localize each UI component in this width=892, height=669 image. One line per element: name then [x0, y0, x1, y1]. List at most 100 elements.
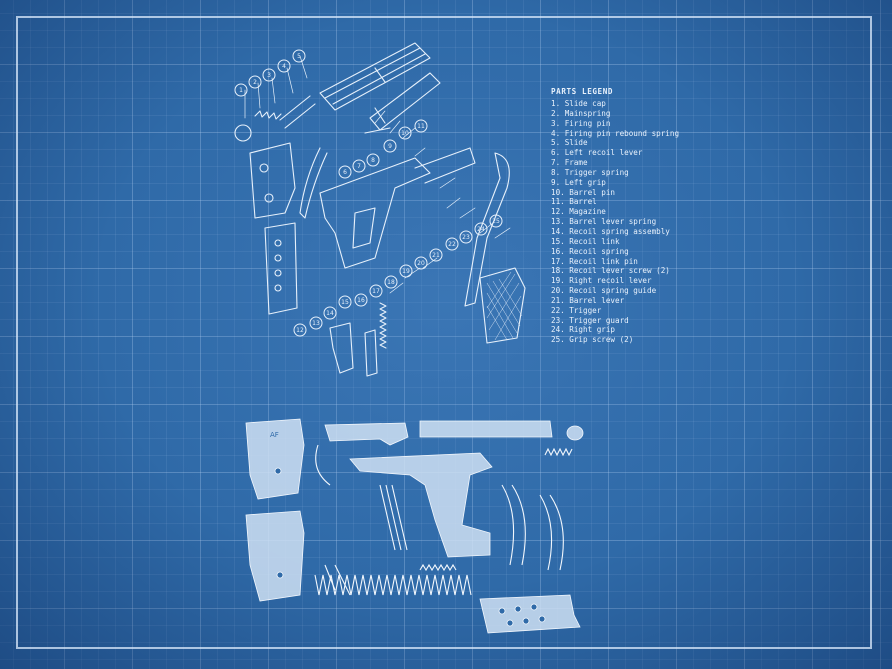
photo-recoil-spring-assembly — [379, 484, 408, 551]
callout-25 — [489, 214, 503, 228]
callout-3 — [262, 68, 276, 82]
legend-item: 22. Trigger — [551, 305, 602, 315]
callout-20 — [414, 256, 428, 270]
photo-frame — [349, 452, 493, 558]
callout-label-16: 16 — [357, 297, 365, 304]
recoil-spring-assembly-part — [364, 329, 378, 377]
legend-item: 10. Barrel pin — [551, 187, 616, 197]
magazine-part — [264, 222, 298, 315]
legend-item: 14. Recoil spring assembly — [551, 226, 670, 236]
legend-item: 11. Barrel — [551, 197, 597, 207]
callout-label-9: 9 — [388, 143, 392, 150]
slide-part-detail — [324, 47, 426, 105]
photo-barrel-lever — [315, 444, 331, 486]
callout-label-8: 8 — [371, 157, 375, 164]
callout-5 — [292, 49, 306, 63]
legend-item: 2. Mainspring — [551, 108, 611, 118]
callout-2 — [248, 75, 262, 89]
legend-item: 17. Recoil link pin — [551, 256, 638, 266]
callout-label-10: 10 — [401, 130, 409, 137]
legend-item: 6. Left recoil lever — [551, 148, 643, 158]
legend-item: 13. Barrel lever spring — [551, 217, 657, 227]
photo-trigger-guard — [324, 564, 351, 596]
legend-item: 18. Recoil lever screw (2) — [551, 266, 670, 276]
callout-17 — [369, 284, 383, 298]
callout-label-6: 6 — [343, 169, 347, 176]
callout-label-20: 20 — [417, 260, 425, 267]
frame-part — [319, 157, 431, 269]
parts-photo-layout: AF — [245, 418, 584, 634]
photo-barrel — [419, 420, 553, 438]
mainspring-part — [254, 110, 282, 120]
left-recoil-lever-part — [299, 147, 328, 219]
callout-18 — [384, 275, 398, 289]
photo-magazine-hole — [530, 603, 538, 611]
callout-label-24: 24 — [477, 226, 485, 233]
callout-19 — [399, 264, 413, 278]
callout-label-7: 7 — [357, 163, 361, 170]
callout-label-11: 11 — [417, 123, 425, 130]
grip-checkering — [486, 271, 523, 341]
photo-mainspring — [544, 447, 573, 457]
legend-item: 9. Left grip — [551, 177, 606, 187]
photo-right-grip — [245, 418, 305, 500]
callout-21 — [429, 248, 443, 262]
legend-item: 20. Recoil spring guide — [551, 286, 657, 296]
right-recoil-lever-part — [464, 152, 510, 307]
callout-1 — [234, 83, 248, 97]
recoil-spring-part — [379, 302, 387, 349]
callout-label-23: 23 — [462, 234, 470, 241]
callout-label-2: 2 — [253, 79, 257, 86]
callout-label-17: 17 — [372, 288, 380, 295]
legend-item: 19. Right recoil lever — [551, 276, 652, 286]
photo-grip-screw-hole — [274, 467, 282, 475]
callout-label-15: 15 — [341, 299, 349, 306]
photo-magazine-hole — [506, 619, 514, 627]
callout-label-12: 12 — [296, 327, 304, 334]
legend-item: 25. Grip screw (2) — [551, 335, 634, 345]
callout-label-1: 1 — [239, 87, 243, 94]
legend-item: 21. Barrel lever — [551, 295, 625, 305]
callout-label-21: 21 — [432, 252, 440, 259]
photo-slide-cap — [566, 425, 584, 441]
slide-part — [319, 42, 431, 111]
legend-item: 5. Slide — [551, 138, 588, 148]
legend-item: 4. Firing pin rebound spring — [551, 128, 680, 138]
callout-8 — [366, 153, 380, 167]
legend-item: 24. Right grip — [551, 325, 616, 335]
photo-magazine-hole — [514, 605, 522, 613]
photo-grip-screw-hole — [276, 571, 284, 579]
callout-15 — [338, 295, 352, 309]
barrel-pin-part — [364, 127, 391, 134]
callout-23 — [459, 230, 473, 244]
photo-magazine-hole — [522, 617, 530, 625]
callout-label-13: 13 — [312, 320, 320, 327]
photo-left-grip — [245, 510, 305, 602]
trigger-guard-part — [414, 147, 476, 184]
barrel-part — [369, 72, 441, 131]
recoil-link-part — [329, 322, 354, 374]
legend-item: 3. Firing pin — [551, 118, 611, 128]
legend-item: 15. Recoil link — [551, 236, 620, 246]
callout-label-22: 22 — [448, 241, 456, 248]
callout-label-5: 5 — [297, 53, 301, 60]
right-grip-part — [479, 267, 526, 344]
parts-legend-list: 1. Slide cap 2. Mainspring 3. Firing pin… — [551, 99, 701, 345]
legend-item: 1. Slide cap — [551, 99, 606, 108]
legend-item: 16. Recoil spring — [551, 246, 629, 256]
callout-16 — [354, 293, 368, 307]
callout-label-19: 19 — [402, 268, 410, 275]
callout-6 — [338, 165, 352, 179]
photo-slide — [324, 422, 409, 446]
leader-lines — [244, 55, 511, 294]
photo-right-recoil-lever — [501, 484, 526, 566]
callout-7 — [352, 159, 366, 173]
callout-13 — [309, 316, 323, 330]
callout-22 — [445, 237, 459, 251]
slide-cap-part — [234, 124, 252, 142]
callout-label-4: 4 — [282, 63, 286, 70]
legend-item: 12. Magazine — [551, 207, 606, 217]
legend-item: 7. Frame — [551, 158, 588, 168]
callout-10 — [398, 126, 412, 140]
